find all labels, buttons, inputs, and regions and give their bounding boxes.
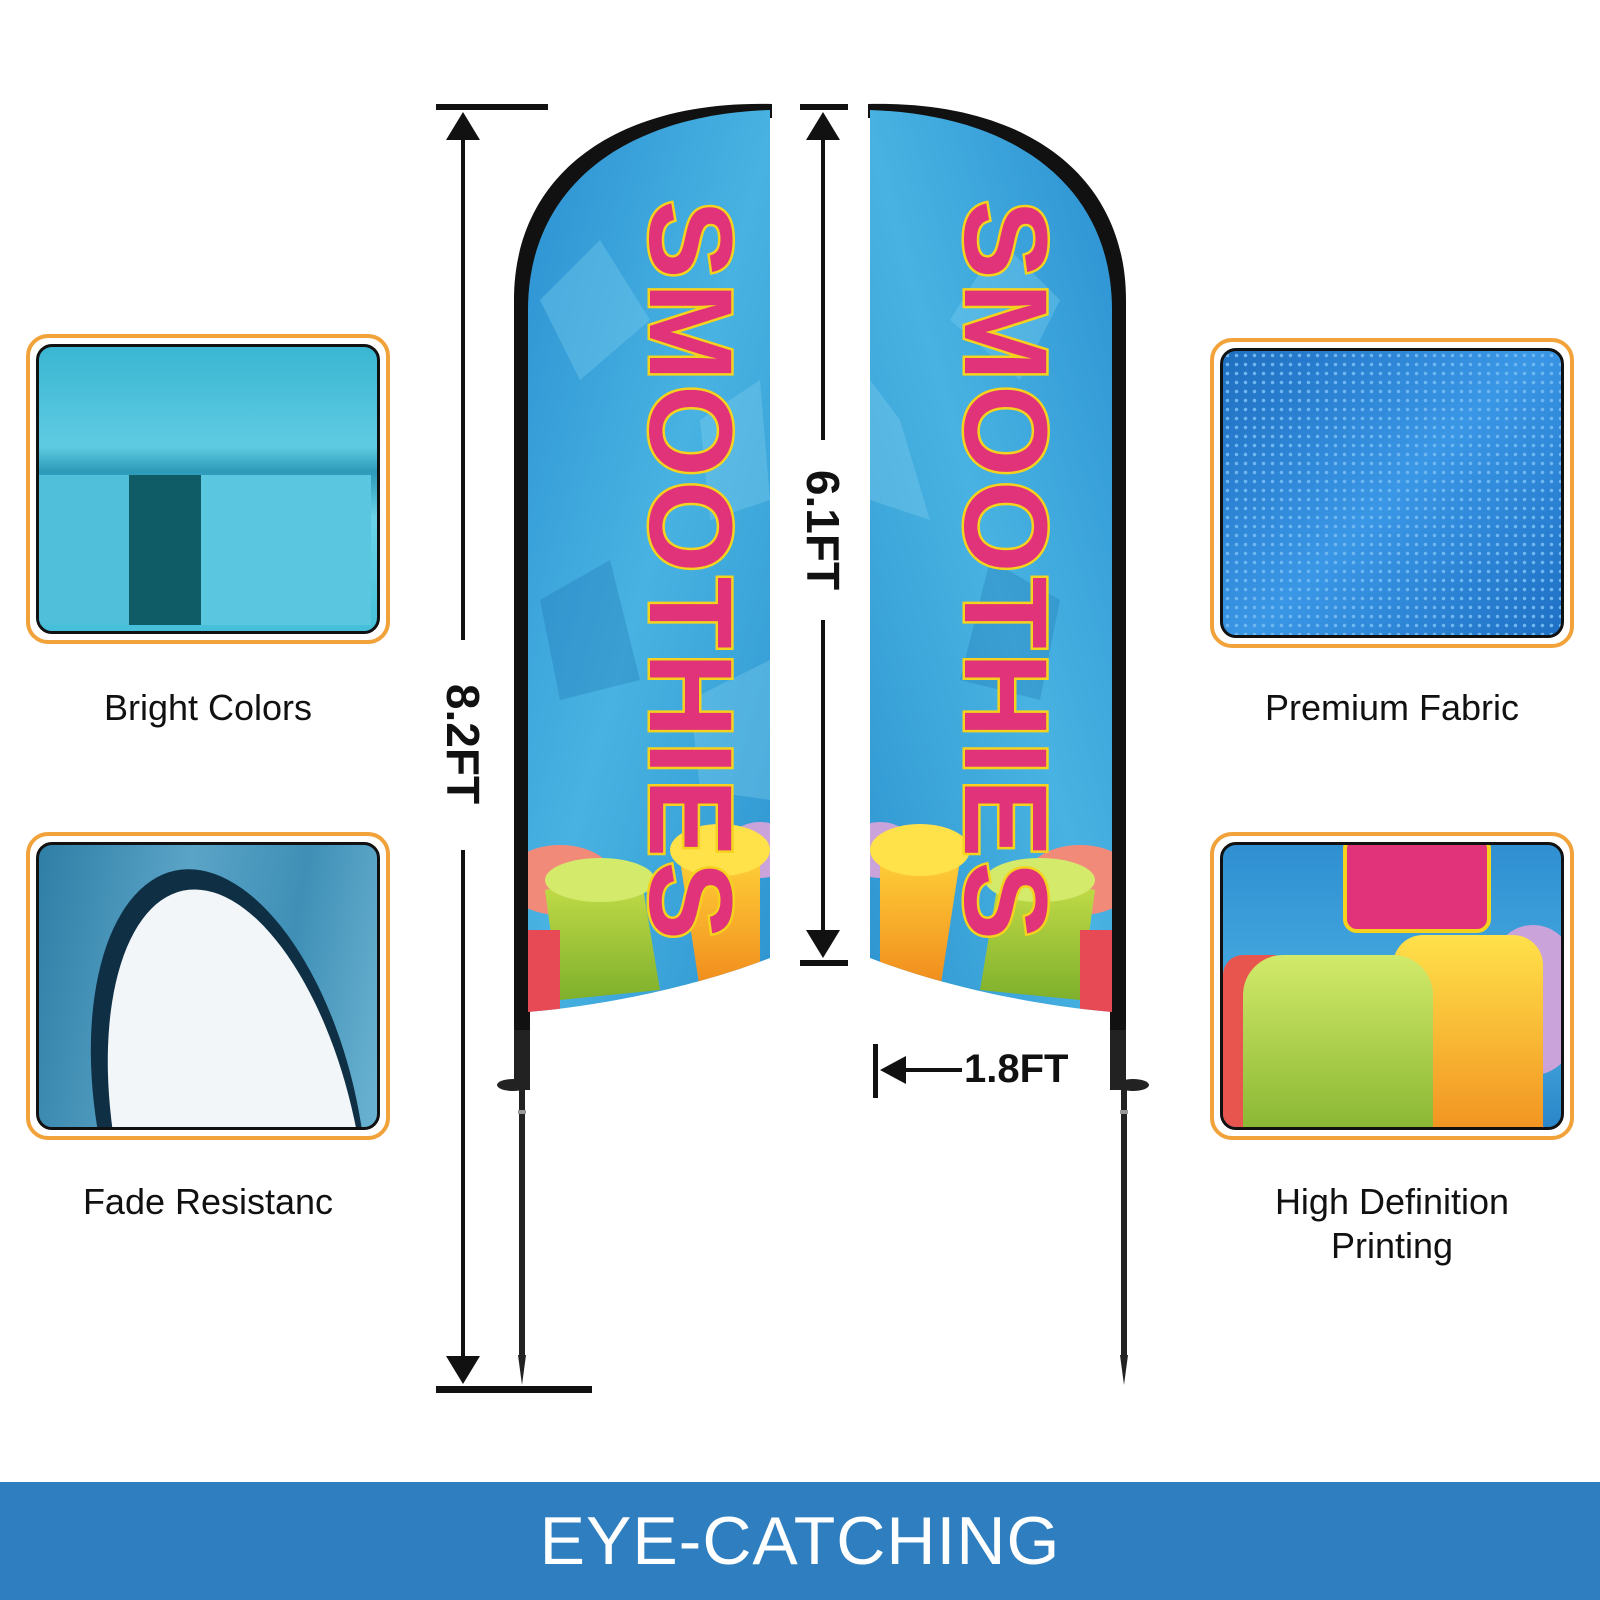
hd-printing-image <box>1220 842 1564 1130</box>
premium-fabric-swatch <box>1210 338 1574 648</box>
premium-fabric-caption: Premium Fabric <box>1264 687 1520 728</box>
total-height-dimension <box>436 104 592 1393</box>
flag-height-dimension <box>800 104 848 966</box>
flag-width-dimension <box>873 1044 962 1098</box>
total-height-label: 8.2FT <box>437 683 489 805</box>
hd-printing-swatch <box>1210 832 1574 1140</box>
hd-printing-caption: High Definition Printing <box>1210 1180 1574 1268</box>
hd-printing-caption-line2: Printing <box>1330 1225 1454 1266</box>
left-flag-text: SMOOTHIES <box>624 200 756 944</box>
bright-colors-swatch <box>26 334 390 644</box>
flag-width-label: 1.8FT <box>964 1047 1069 1091</box>
banner-title: EYE-CATCHING <box>539 1503 1061 1579</box>
bright-colors-caption: Bright Colors <box>103 687 313 728</box>
fade-resistance-caption: Fade Resistanc <box>82 1181 334 1222</box>
right-flag: SMOOTHIES <box>868 103 1149 1385</box>
fade-resistance-swatch <box>26 832 390 1140</box>
flag-height-label: 6.1FT <box>797 469 849 591</box>
left-flag: SMOOTHIES <box>497 103 772 1385</box>
hd-printing-caption-line1: High Definition <box>1274 1181 1510 1222</box>
right-flag-text: SMOOTHIES <box>939 200 1071 944</box>
fade-resistance-fabric-image <box>36 842 380 1130</box>
premium-fabric-image <box>1220 348 1564 638</box>
bottom-banner <box>0 1482 1600 1600</box>
bright-colors-fabric-image <box>36 344 380 634</box>
